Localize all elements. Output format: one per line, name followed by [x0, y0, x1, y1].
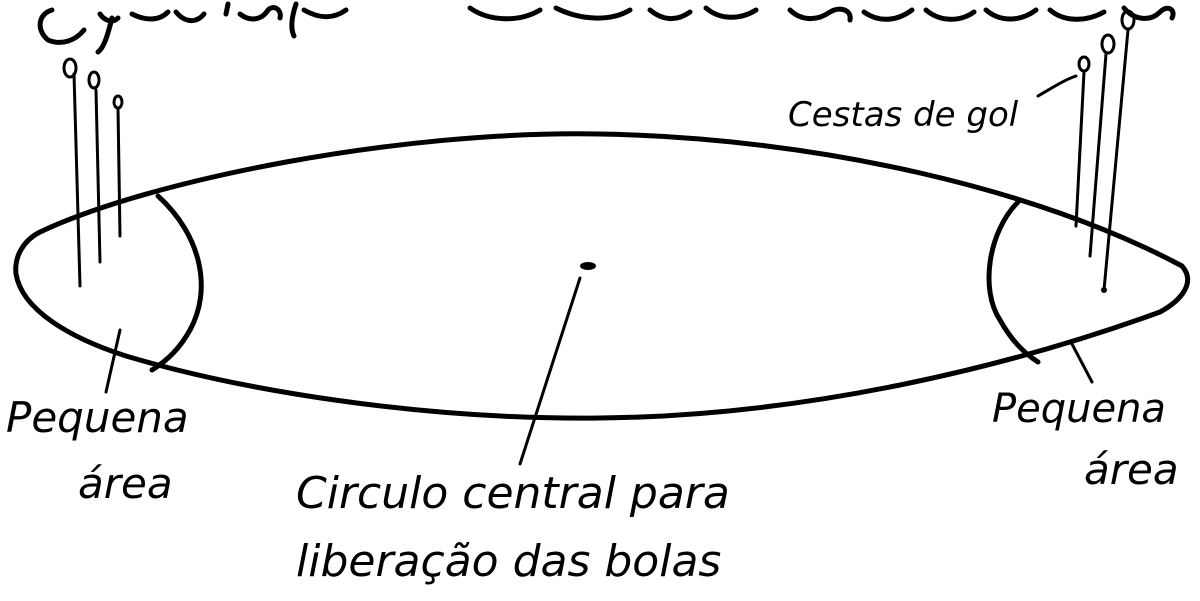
center-release-circle [580, 262, 596, 270]
right-small-area-label-line1: Pequena [992, 386, 1166, 432]
left-small-area-label-line1: Pequena [6, 393, 189, 442]
field-outline [13, 131, 1190, 421]
center-circle-label-line2: liberação das bolas [296, 536, 721, 587]
center-circle-label-line1: Circulo central para [296, 468, 730, 519]
left-small-area-leader [104, 328, 122, 394]
goal-baskets-leader [1036, 74, 1078, 98]
cropped-title-strokes [37, 1, 1176, 55]
left-goal-baskets [62, 57, 124, 288]
left-small-area-label-line2: área [78, 459, 173, 508]
right-small-area-arc [986, 199, 1041, 365]
left-small-area-arc [149, 193, 204, 373]
right-goal-baskets [1074, 9, 1136, 293]
right-small-area-label-line2: área [1084, 445, 1179, 494]
goal-baskets-label: Cestas de gol [788, 95, 1019, 135]
center-circle-leader [518, 276, 582, 466]
right-small-area-leader [1070, 342, 1094, 384]
